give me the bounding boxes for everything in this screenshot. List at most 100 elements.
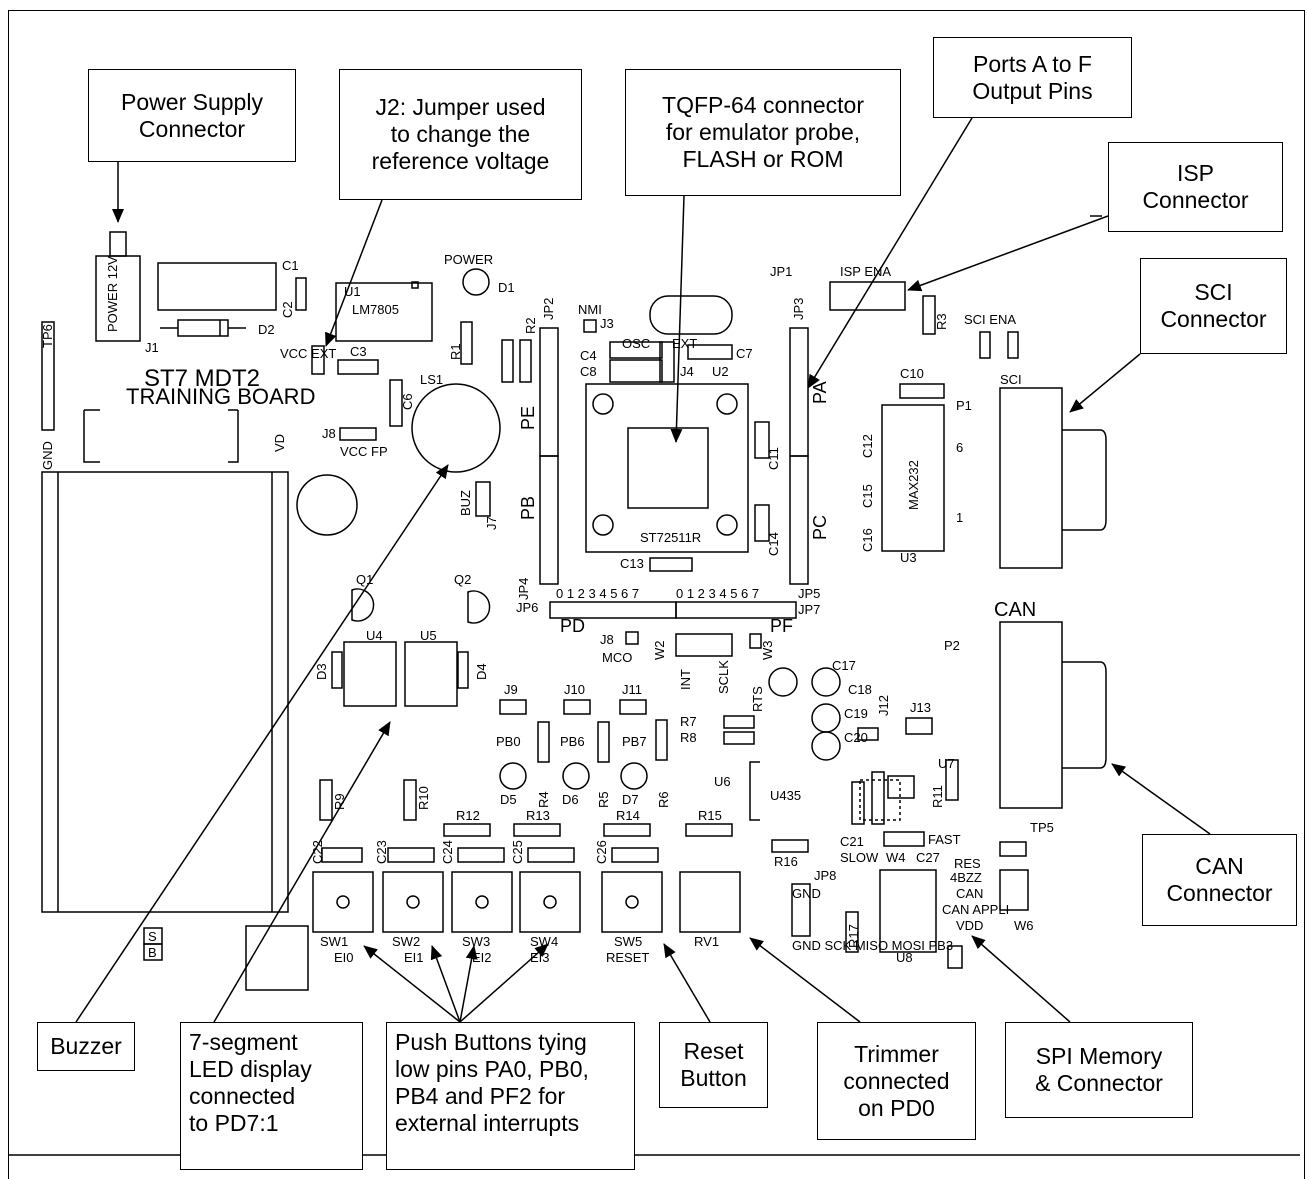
- svg-text:C19: C19: [844, 706, 868, 721]
- board-components: [41, 231, 1107, 991]
- svg-text:GND: GND: [792, 886, 821, 901]
- svg-text:VD: VD: [272, 434, 287, 452]
- svg-text:C26: C26: [594, 840, 609, 864]
- svg-text:TP5: TP5: [1030, 820, 1054, 835]
- svg-text:C20: C20: [844, 730, 868, 745]
- svg-text:MCO: MCO: [602, 650, 632, 665]
- svg-text:EI2: EI2: [472, 950, 492, 965]
- svg-text:JP5: JP5: [798, 586, 820, 601]
- svg-text:D7: D7: [622, 792, 639, 807]
- svg-text:CAN APPLI: CAN APPLI: [942, 902, 1009, 917]
- callout-led-display: 7-segment LED display connected to PD7:1: [180, 1022, 363, 1170]
- callout-tqfp-connector: TQFP-64 connector for emulator probe, FL…: [625, 69, 901, 196]
- svg-text:PD: PD: [560, 616, 585, 636]
- svg-text:J9: J9: [504, 682, 518, 697]
- svg-text:PC: PC: [810, 515, 830, 540]
- svg-text:R1: R1: [448, 343, 463, 360]
- svg-text:J13: J13: [910, 700, 931, 715]
- svg-text:VDD: VDD: [956, 918, 983, 933]
- svg-text:EI1: EI1: [404, 950, 424, 965]
- arrow-reset: [663, 943, 711, 1023]
- svg-text:J10: J10: [564, 682, 585, 697]
- svg-text:J8: J8: [322, 426, 336, 441]
- svg-text:0 1 2 3 4 5 6 7: 0 1 2 3 4 5 6 7: [676, 586, 759, 601]
- svg-text:R6: R6: [656, 791, 671, 808]
- svg-text:OSC: OSC: [622, 336, 650, 351]
- diagram-frame: [8, 10, 1305, 1179]
- svg-text:R2: R2: [523, 317, 538, 334]
- svg-text:C16: C16: [860, 528, 875, 552]
- svg-text:PA: PA: [810, 381, 830, 404]
- svg-text:D6: D6: [562, 792, 579, 807]
- svg-text:J8: J8: [600, 632, 614, 647]
- callout-power-supply: Power Supply Connector: [88, 69, 296, 162]
- svg-text:ST72511R: ST72511R: [640, 530, 701, 545]
- svg-text:C2: C2: [280, 301, 295, 318]
- svg-text:U2: U2: [712, 364, 729, 379]
- svg-text:U3: U3: [900, 550, 917, 565]
- svg-text:JP2: JP2: [541, 298, 556, 320]
- arrow-ports: [807, 117, 973, 389]
- callout-buzzer: Buzzer: [37, 1022, 135, 1071]
- svg-text:U4: U4: [366, 628, 383, 643]
- svg-text:D1: D1: [498, 280, 515, 295]
- svg-text:FAST: FAST: [928, 832, 961, 847]
- callout-j2-jumper: J2: Jumper used to change the reference …: [339, 69, 582, 200]
- svg-text:J7: J7: [484, 516, 499, 530]
- arrow-isp: [907, 215, 1109, 292]
- board-silkscreen: ST7 MDT2 TRAINING BOARD POWER 12V J1 C1 …: [40, 252, 1054, 965]
- arrow-sci: [1069, 353, 1141, 413]
- svg-text:SW2: SW2: [392, 934, 420, 949]
- arrow-sw3: [459, 945, 478, 1023]
- svg-text:EXT: EXT: [672, 336, 697, 351]
- arrow-sw1: [363, 945, 461, 1023]
- svg-text:R12: R12: [456, 808, 480, 823]
- callout-trimmer: Trimmer connected on PD0: [817, 1022, 976, 1140]
- svg-text:R4: R4: [536, 791, 551, 808]
- svg-text:VCC EXT: VCC EXT: [280, 346, 336, 361]
- svg-text:J1: J1: [145, 340, 159, 355]
- svg-text:JP3: JP3: [791, 298, 806, 320]
- svg-text:LS1: LS1: [420, 372, 443, 387]
- svg-text:C27: C27: [916, 850, 940, 865]
- svg-text:POWER 12V: POWER 12V: [105, 256, 120, 332]
- svg-text:GND SCK MISO MOSI PB3: GND SCK MISO MOSI PB3: [792, 938, 953, 953]
- svg-text:C17: C17: [832, 658, 856, 673]
- svg-text:SCI: SCI: [1000, 372, 1022, 387]
- svg-text:LM7805: LM7805: [352, 302, 399, 317]
- svg-text:R9: R9: [332, 793, 347, 810]
- svg-text:R13: R13: [526, 808, 550, 823]
- callout-can-connector: CAN Connector: [1142, 834, 1297, 926]
- svg-text:BUZ: BUZ: [458, 490, 473, 516]
- svg-text:U8: U8: [896, 950, 913, 965]
- svg-text:C12: C12: [860, 434, 875, 458]
- svg-text:C8: C8: [580, 364, 597, 379]
- svg-text:C24: C24: [440, 840, 455, 864]
- svg-text:PB7: PB7: [622, 734, 647, 749]
- svg-text:C18: C18: [848, 682, 872, 697]
- svg-text:CAN: CAN: [956, 886, 983, 901]
- svg-text:SLOW: SLOW: [840, 850, 879, 865]
- svg-text:J11: J11: [622, 682, 642, 697]
- svg-text:6: 6: [956, 440, 963, 455]
- svg-text:P2: P2: [944, 638, 960, 653]
- svg-text:R16: R16: [774, 854, 798, 869]
- svg-text:TP6: TP6: [40, 324, 55, 348]
- svg-text:P1: P1: [956, 398, 972, 413]
- arrow-j2: [325, 199, 383, 347]
- svg-text:CAN: CAN: [994, 599, 1036, 621]
- svg-text:JP7: JP7: [798, 602, 820, 617]
- svg-text:R11: R11: [930, 785, 945, 808]
- callout-arrows: [75, 117, 1211, 1023]
- callout-isp-connector: ISP Connector: [1108, 142, 1283, 232]
- svg-text:C11: C11: [766, 447, 781, 470]
- svg-text:D4: D4: [474, 663, 489, 680]
- svg-text:EI0: EI0: [334, 950, 354, 965]
- callout-reset-button: Reset Button: [659, 1022, 768, 1108]
- svg-text:R17: R17: [846, 924, 861, 948]
- arrow-tqfp: [670, 195, 685, 443]
- svg-text:PF: PF: [770, 616, 793, 636]
- svg-text:MAX232: MAX232: [906, 460, 921, 510]
- callout-push-buttons: Push Buttons tying low pins PA0, PB0, PB…: [386, 1022, 635, 1170]
